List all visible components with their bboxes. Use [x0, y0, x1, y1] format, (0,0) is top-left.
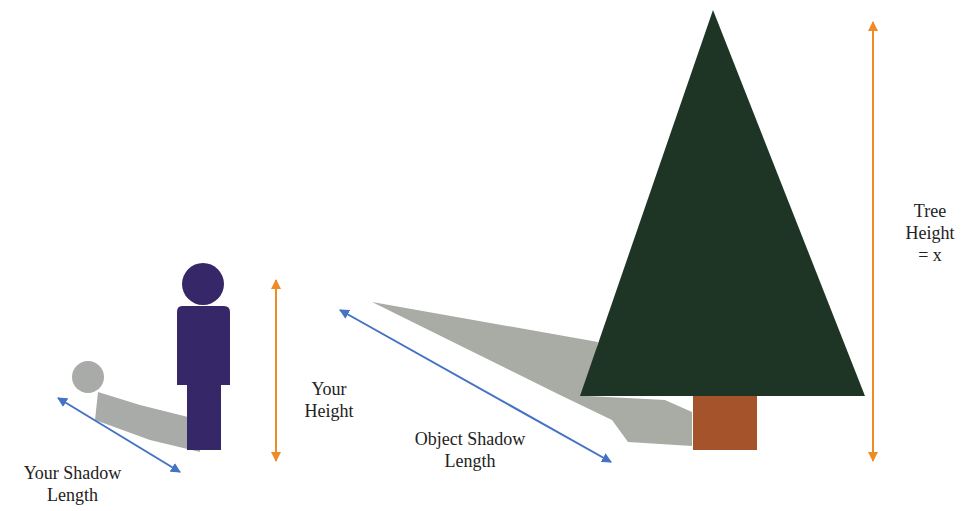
tree-crown	[580, 10, 865, 396]
dimension-label: Your Height	[298, 378, 360, 422]
dimension-label: Tree Height = x	[900, 200, 960, 266]
person-head	[182, 263, 224, 305]
shadow-length-arrow	[58, 398, 180, 472]
person-figure	[177, 263, 230, 450]
tree-trunk	[693, 395, 757, 450]
dimension-label: Object Shadow Length	[400, 428, 540, 472]
dimension-label: Your Shadow Length	[10, 462, 135, 506]
height-arrow	[275, 280, 277, 461]
shadow-head	[72, 361, 104, 393]
shadow-body	[95, 392, 200, 452]
person-body	[177, 306, 230, 450]
tree-height-arrow	[872, 22, 874, 461]
